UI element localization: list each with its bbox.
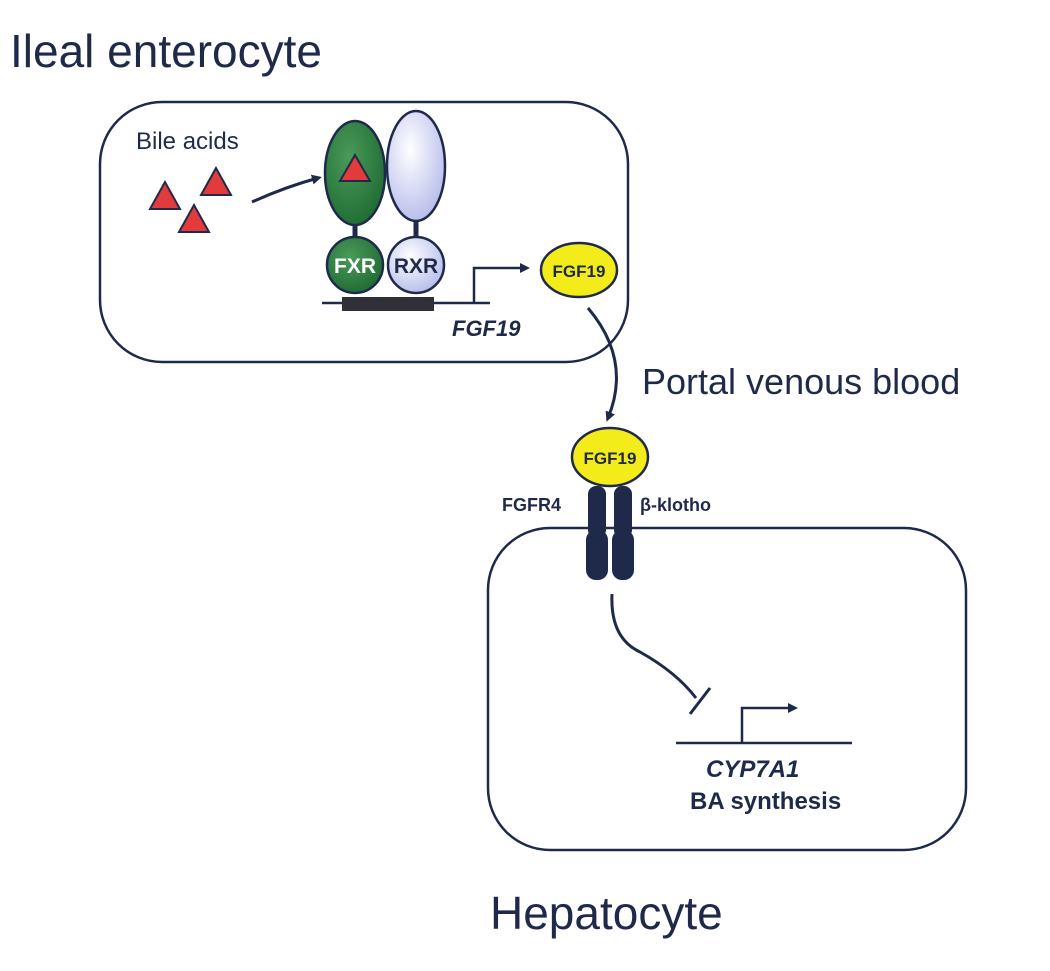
fgfr4-klotho-receptor-complex — [586, 486, 634, 580]
klotho-extracellular — [614, 486, 632, 538]
inhibition-bar — [688, 687, 712, 715]
portal-venous-blood-label: Portal venous blood — [642, 361, 961, 402]
fgf19-gene-label: FGF19 — [452, 316, 521, 341]
inhibition-line — [610, 593, 698, 699]
enterocyte-cell-outline — [98, 100, 630, 364]
cyp7a1-transcription-arrow — [740, 703, 798, 743]
rxr-dna-binding-domain — [386, 235, 446, 295]
cyp7a1-gene-label: CYP7A1 — [706, 756, 800, 783]
bile-acid-to-fxr-arrow — [251, 174, 322, 204]
fgf19-portal-arrow — [586, 307, 618, 422]
fgf19-circulating-oval — [570, 426, 650, 488]
fgfr4-label: FGFR4 — [502, 495, 562, 515]
fgf19-circulating-label: FGF19 — [584, 449, 637, 468]
fgf19-secreted-oval — [539, 241, 619, 299]
fgfr4-intracellular — [586, 530, 608, 580]
bile-acid-triangle — [199, 165, 233, 196]
bound-bile-acid-triangle — [338, 152, 372, 182]
rxr-label: RXR — [394, 255, 438, 278]
hepatocyte-title: Hepatocyte — [490, 887, 723, 939]
hepatocyte-cell-outline — [486, 526, 968, 852]
beta-klotho-label: β-klotho — [640, 495, 711, 515]
bile-acid-triangles — [148, 165, 233, 233]
fxr-dna-binding-domain — [325, 235, 385, 295]
enterocyte-title: Ileal enterocyte — [10, 25, 322, 77]
klotho-intracellular — [612, 530, 634, 580]
bile-acid-triangle — [148, 179, 182, 210]
bile-acids-label: Bile acids — [136, 128, 239, 155]
fgfr4-extracellular — [588, 486, 606, 538]
response-element-bar — [342, 297, 434, 311]
fgf19-secreted-label: FGF19 — [553, 262, 606, 281]
ba-synthesis-label: BA synthesis — [690, 788, 842, 815]
fgf19-transcription-arrow — [472, 263, 530, 303]
bile-acid-triangle — [177, 202, 211, 233]
fxr-label: FXR — [334, 255, 376, 278]
rxr-ligand-binding-domain — [385, 109, 447, 223]
